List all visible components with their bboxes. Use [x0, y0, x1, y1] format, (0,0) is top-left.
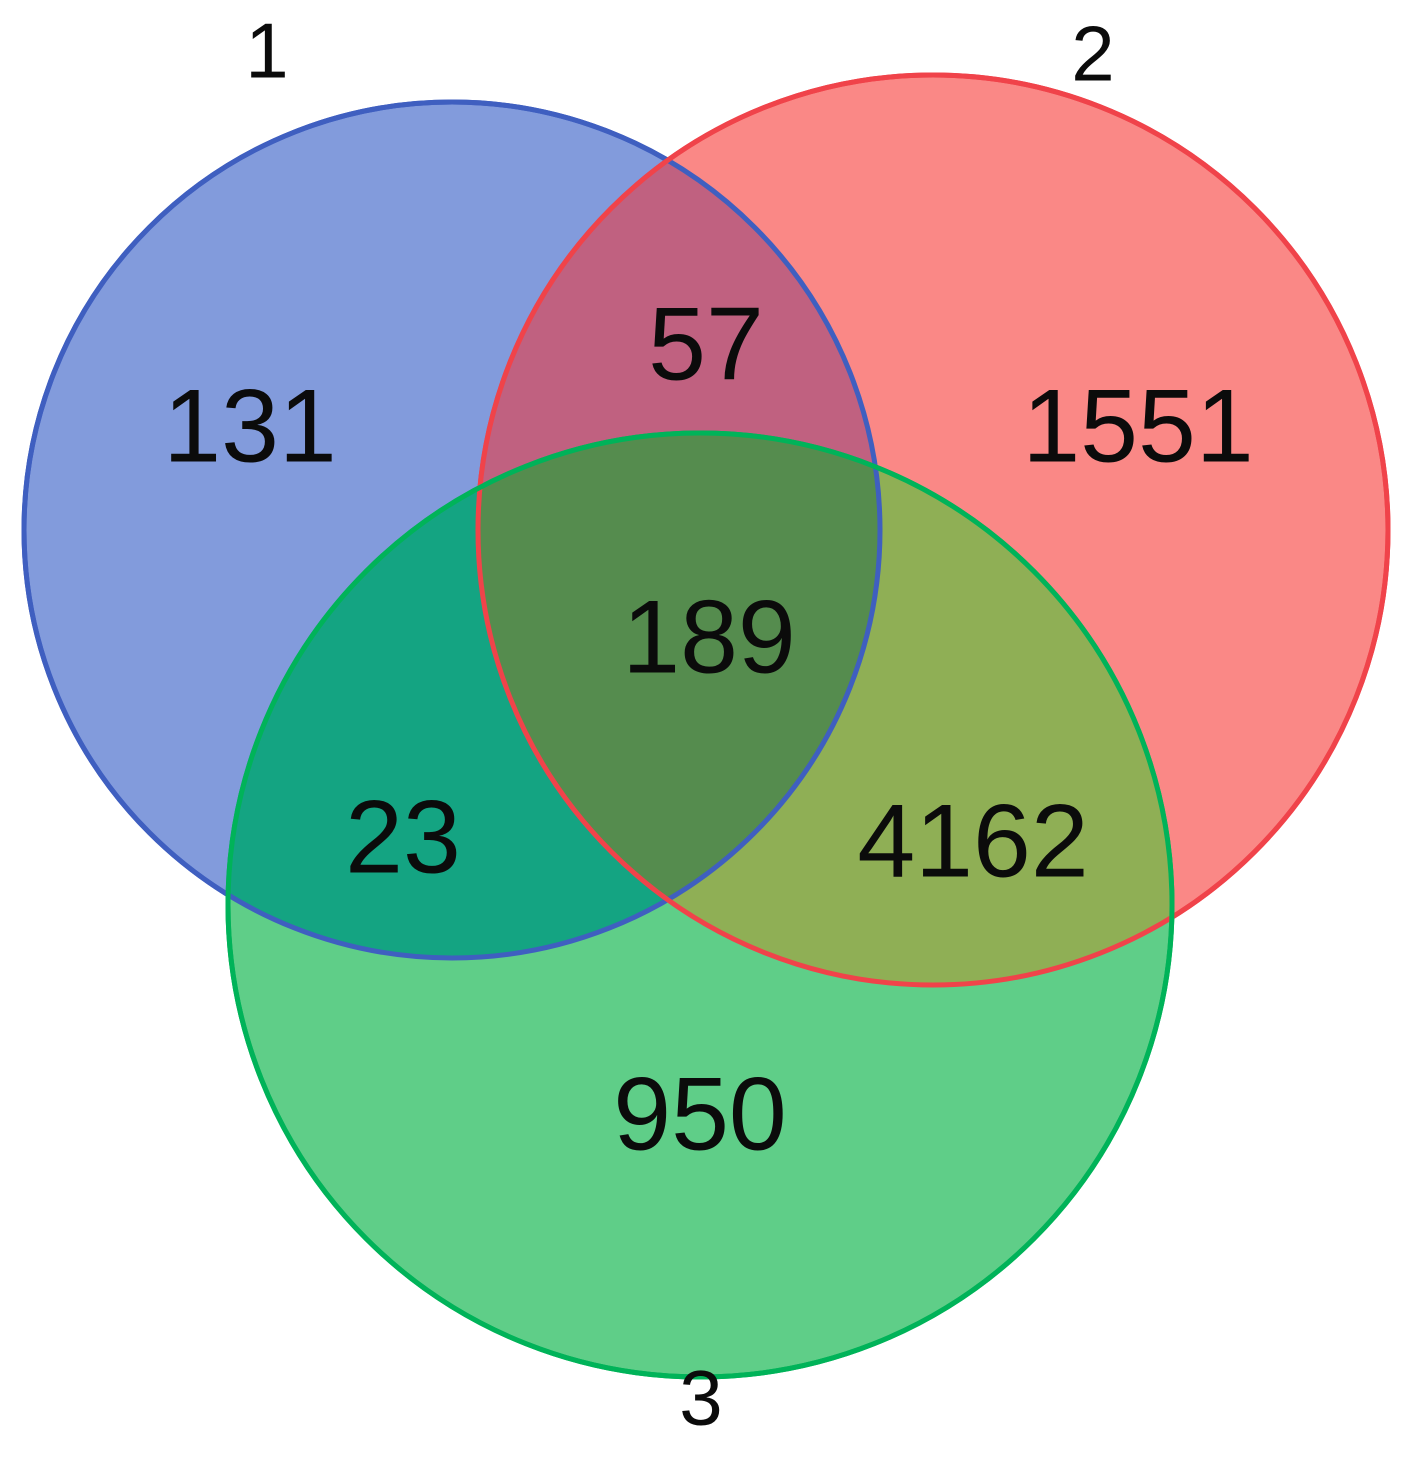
set-label-1: 1 [245, 7, 288, 95]
region-label-1n2n3: 189 [622, 579, 796, 695]
region-label-2n3: 4162 [857, 783, 1088, 899]
set-label-3: 3 [679, 1354, 722, 1442]
region-2n3-fill [478, 433, 1172, 985]
set-label-2: 2 [1071, 10, 1114, 98]
region-label-only-2: 1551 [1022, 368, 1253, 484]
region-label-only-1: 131 [163, 368, 337, 484]
region-label-1n2: 57 [648, 286, 764, 402]
set-2-outline [475, 72, 1391, 988]
set-1-outline [21, 99, 883, 961]
region-label-only-3: 950 [613, 1056, 787, 1172]
set-3-outline [225, 430, 1175, 1380]
region-label-1n3: 23 [345, 779, 461, 895]
